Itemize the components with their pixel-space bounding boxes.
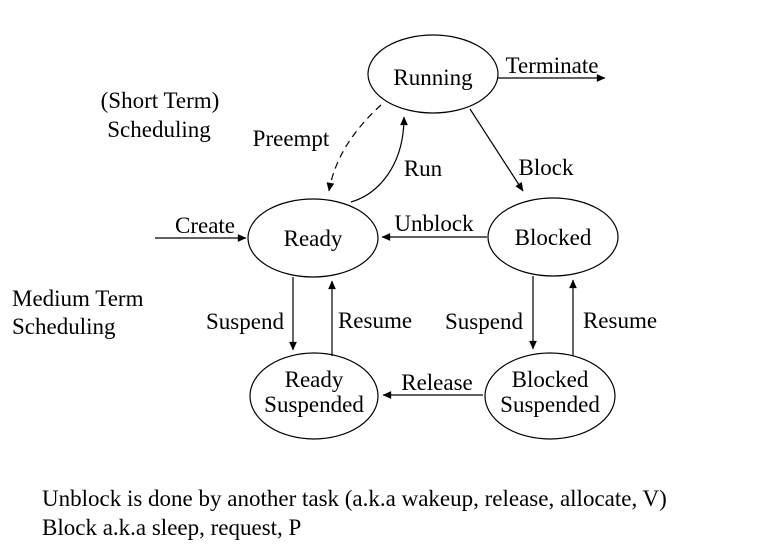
footnote-line-1: Unblock is done by another task (a.k.a w… bbox=[42, 486, 667, 511]
transition-label-suspend-blocked: Suspend bbox=[445, 309, 523, 334]
transition-label-create: Create bbox=[175, 213, 235, 238]
state-label-ready-suspended-line2: Suspended bbox=[264, 392, 364, 417]
state-ellipse-ready-suspended bbox=[249, 352, 379, 440]
transition-label-preempt: Preempt bbox=[253, 126, 330, 151]
state-ellipse-running bbox=[367, 34, 499, 114]
short-term-scheduling-label-line2: Scheduling bbox=[107, 117, 211, 142]
state-label-blocked-suspended-line2: Suspended bbox=[500, 392, 600, 417]
state-label-running: Running bbox=[393, 65, 473, 90]
state-label-blocked: Blocked bbox=[515, 225, 592, 250]
state-ellipse-blocked bbox=[487, 197, 619, 277]
medium-term-scheduling-label-line1: Medium Term bbox=[12, 286, 144, 311]
medium-term-scheduling-label-line2: Scheduling bbox=[12, 314, 116, 339]
short-term-scheduling-label-line1: (Short Term) bbox=[101, 88, 220, 113]
transition-arrow-preempt bbox=[326, 104, 382, 192]
transition-label-block: Block bbox=[519, 155, 574, 180]
transition-label-resume-blocked: Resume bbox=[583, 308, 657, 333]
transition-label-terminate: Terminate bbox=[506, 53, 599, 78]
transition-label-run: Run bbox=[404, 156, 443, 181]
transition-arrow-run bbox=[350, 116, 408, 203]
transition-label-resume-ready: Resume bbox=[338, 308, 412, 333]
footnote-line-2: Block a.k.a sleep, request, P bbox=[42, 515, 301, 540]
state-ellipse-blocked-suspended bbox=[484, 352, 616, 440]
state-label-ready-suspended-line1: Ready bbox=[285, 367, 344, 392]
transition-label-suspend-ready: Suspend bbox=[206, 309, 284, 334]
state-ellipse-ready bbox=[247, 198, 379, 278]
state-label-blocked-suspended-line1: Blocked bbox=[512, 367, 589, 392]
transition-arrow-block bbox=[469, 108, 524, 192]
transition-label-unblock: Unblock bbox=[394, 211, 474, 236]
transition-label-release: Release bbox=[401, 370, 473, 395]
state-label-ready: Ready bbox=[284, 226, 343, 251]
